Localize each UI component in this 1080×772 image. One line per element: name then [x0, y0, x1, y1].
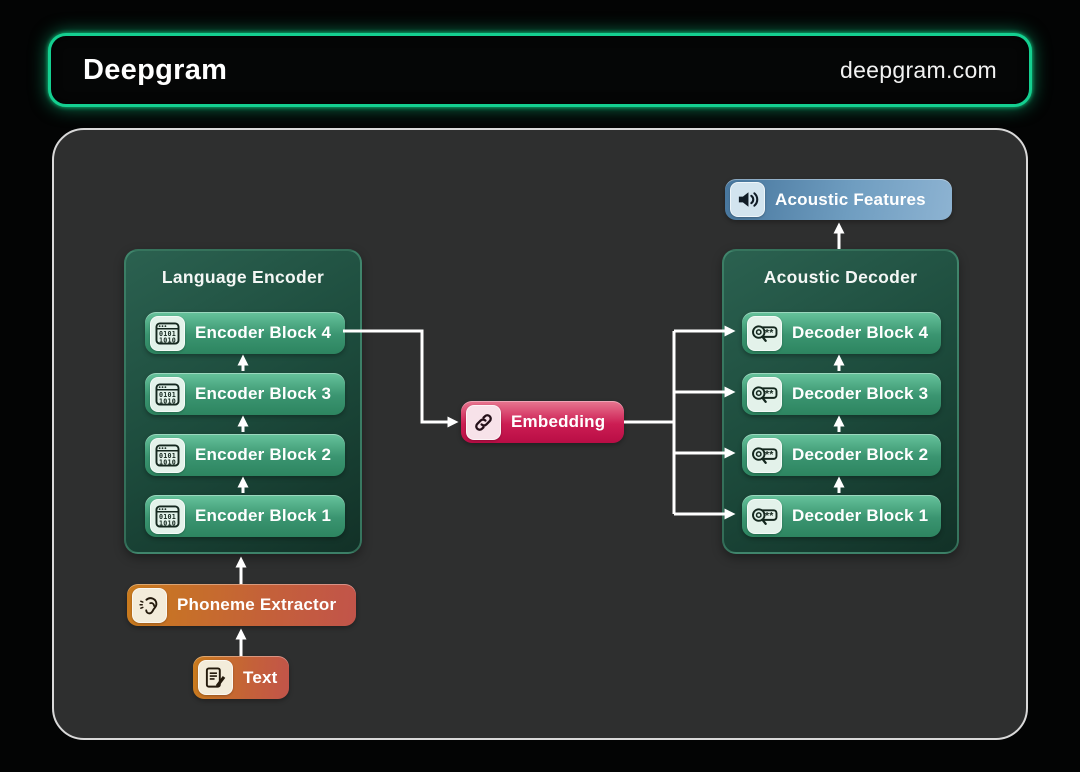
encoder-block-1: Encoder Block 1: [145, 495, 345, 537]
language-encoder-title: Language Encoder: [161, 267, 325, 287]
embedding-label: Embedding: [511, 412, 606, 431]
decoder-block-4: Decoder Block 4: [742, 312, 941, 354]
acoustic-decoder-group: Acoustic Decoder Decoder Block 4 Decoder…: [722, 249, 959, 554]
encoder-block-label: Encoder Block 1: [195, 506, 332, 525]
embedding-node: Embedding: [461, 401, 624, 443]
acoustic-features-label: Acoustic Features: [775, 189, 926, 209]
encoder-block-3: Encoder Block 3: [145, 373, 345, 415]
binary-window-icon: [150, 376, 185, 412]
phoneme-extractor-node: Phoneme Extractor: [127, 584, 356, 626]
ear-icon: [132, 587, 167, 623]
binary-window-icon: [150, 315, 185, 351]
encoder-block-2: Encoder Block 2: [145, 434, 345, 476]
encoder-block-4: Encoder Block 4: [145, 312, 345, 354]
binary-window-icon: [150, 437, 185, 473]
decoder-block-3: Decoder Block 3: [742, 373, 941, 415]
language-encoder-group: Language Encoder Encoder Block 4 Encoder…: [124, 249, 362, 554]
diagram-panel: Language Encoder Encoder Block 4 Encoder…: [52, 128, 1028, 740]
acoustic-features-node: Acoustic Features: [725, 179, 952, 220]
decoder-block-label: Decoder Block 3: [792, 384, 929, 403]
decoder-block-1: Decoder Block 1: [742, 495, 941, 537]
encoder-block-label: Encoder Block 3: [195, 384, 332, 403]
deepgram-logo: Deepgram: [83, 53, 228, 86]
decoder-block-label: Decoder Block 4: [792, 323, 929, 342]
speaker-icon: [730, 182, 765, 217]
acoustic-decoder-title: Acoustic Decoder: [763, 267, 918, 287]
header-bar: Deepgram deepgram.com: [48, 33, 1032, 107]
phoneme-extractor-label: Phoneme Extractor: [177, 595, 337, 614]
deepgram-site-link[interactable]: deepgram.com: [839, 56, 997, 83]
encoder-block-label: Encoder Block 2: [195, 445, 332, 464]
password-magnifier-icon: [747, 437, 782, 473]
chain-link-icon: [466, 404, 501, 440]
encoder-block-label: Encoder Block 4: [195, 323, 332, 342]
decoder-block-label: Decoder Block 1: [792, 506, 929, 525]
text-input-node: Text: [193, 656, 289, 699]
decoder-block-2: Decoder Block 2: [742, 434, 941, 476]
binary-window-icon: [150, 498, 185, 534]
password-magnifier-icon: [747, 498, 782, 534]
password-magnifier-icon: [747, 315, 782, 351]
document-edit-icon: [198, 660, 233, 695]
password-magnifier-icon: [747, 376, 782, 412]
decoder-block-label: Decoder Block 2: [792, 445, 929, 464]
text-input-label: Text: [243, 667, 278, 687]
